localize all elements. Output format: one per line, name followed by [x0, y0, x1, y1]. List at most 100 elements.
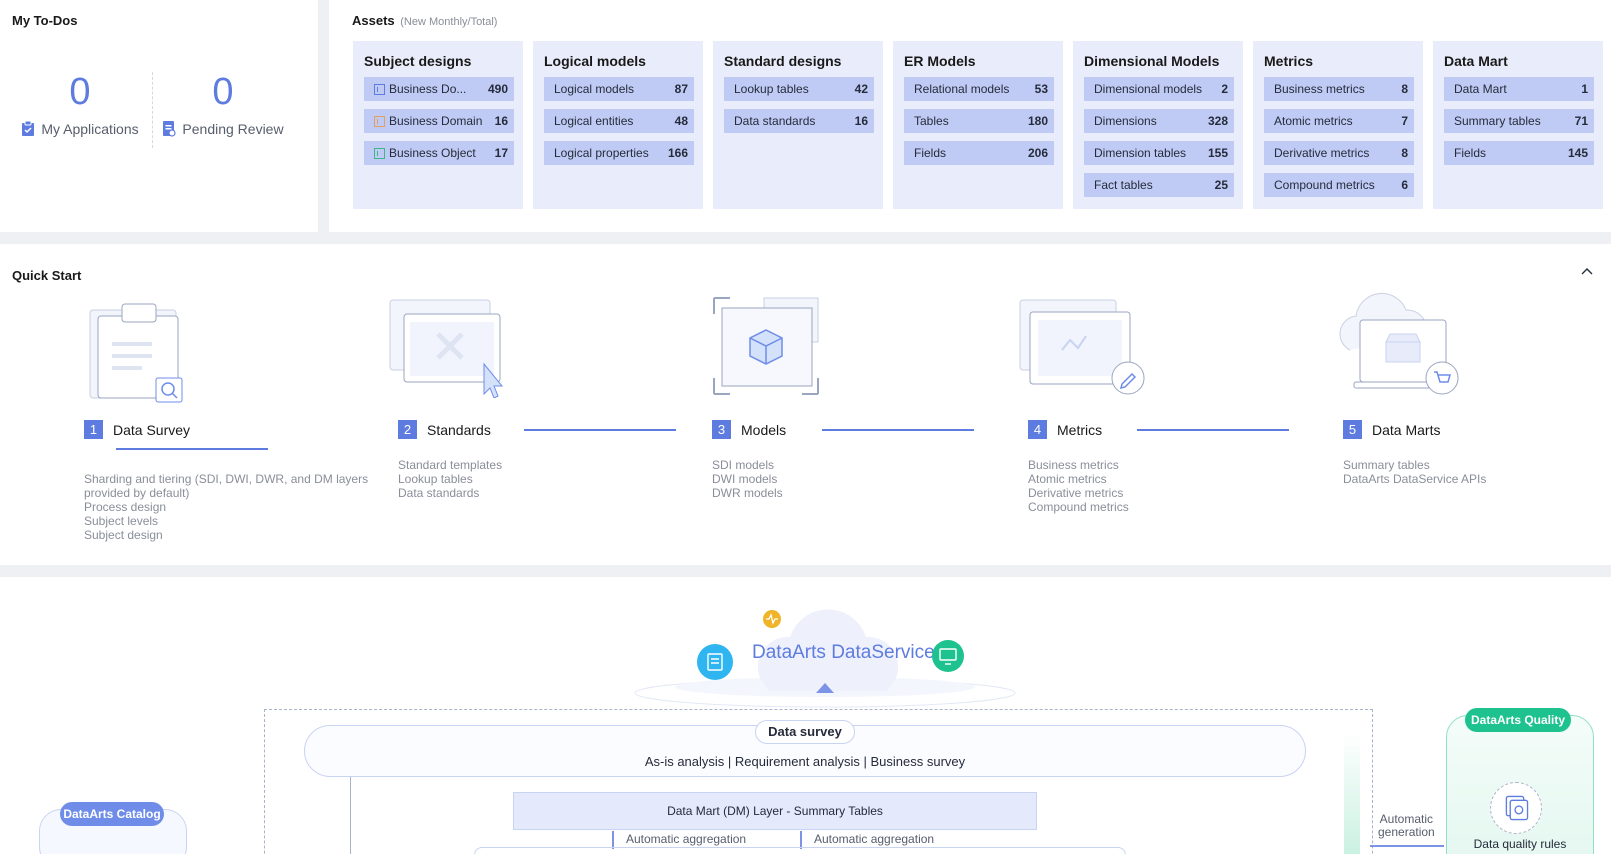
- quick-start-panel: Quick Start: [0, 244, 1611, 565]
- asset-item-label: Relational models: [914, 82, 1010, 96]
- step-number: 1: [84, 420, 103, 439]
- asset-item-value: 7: [1401, 114, 1408, 128]
- asset-card-title: Data Mart: [1444, 53, 1508, 69]
- step-data-survey[interactable]: 1 Data Survey: [84, 420, 190, 439]
- asset-item[interactable]: Business Domain 16: [364, 109, 514, 133]
- asset-item-label: Logical entities: [554, 114, 634, 128]
- step-data-marts[interactable]: 5 Data Marts: [1343, 420, 1440, 439]
- L2-icon: [374, 115, 385, 127]
- asset-item[interactable]: Logical entities 48: [544, 109, 694, 133]
- asset-item[interactable]: Business Object 17: [364, 141, 514, 165]
- dataservice-title: DataArts DataService: [752, 642, 935, 663]
- step-number: 4: [1028, 420, 1047, 439]
- data-survey-illustration-icon[interactable]: [88, 298, 188, 404]
- step-number: 5: [1343, 420, 1362, 439]
- asset-card-title: Subject designs: [364, 53, 472, 69]
- dataarts-catalog-pill[interactable]: DataArts Catalog: [60, 802, 164, 826]
- asset-item-value: 48: [674, 114, 688, 128]
- step-desc-line: Derivative metrics: [1028, 486, 1124, 500]
- standards-illustration-icon[interactable]: [388, 298, 510, 398]
- asset-item-label: Dimension tables: [1094, 146, 1187, 160]
- step-desc-line: DWR models: [712, 486, 783, 500]
- step-desc-line: Data standards: [398, 486, 480, 500]
- step-desc-line: Subject design: [84, 528, 163, 542]
- step-desc-line: Standard templates: [398, 458, 503, 472]
- asset-item-value: 166: [667, 146, 688, 160]
- data-survey-subtitle: As-is analysis | Requirement analysis | …: [644, 754, 966, 769]
- frame-connector-line: [350, 777, 351, 854]
- asset-card-title: Logical models: [544, 53, 646, 69]
- quick-start-title: Quick Start: [12, 268, 82, 283]
- step-desc-line: Process design: [84, 500, 167, 514]
- todo-my-applications[interactable]: 0 My Applications: [5, 70, 155, 137]
- step-description: Standard templates Lookup tables Data st…: [398, 458, 502, 500]
- asset-card-title: ER Models: [904, 53, 976, 69]
- step-number: 2: [398, 420, 417, 439]
- asset-item-label: Business Domain: [389, 114, 483, 128]
- assets-title: Assets (New Monthly/Total): [352, 13, 497, 28]
- asset-item-value: 16: [494, 114, 508, 128]
- api-doc-badge-icon: [697, 644, 733, 680]
- step-metrics[interactable]: 4 Metrics: [1028, 420, 1102, 439]
- models-illustration-icon[interactable]: [712, 296, 820, 396]
- assets-title-text: Assets: [352, 13, 395, 28]
- quality-rules-icon: [1490, 782, 1542, 834]
- asset-item-value: 490: [487, 82, 508, 96]
- dataarts-quality-pill[interactable]: DataArts Quality: [1465, 708, 1571, 732]
- todo-count[interactable]: 0: [69, 71, 91, 113]
- asset-card-title: Standard designs: [724, 53, 842, 69]
- asset-item-label: Fact tables: [1094, 178, 1153, 192]
- asset-item-value: 25: [1214, 178, 1228, 192]
- step-desc-line: provided by default): [84, 486, 190, 500]
- asset-item[interactable]: Fact tables 25: [1084, 173, 1234, 197]
- step-description: Business metrics Atomic metrics Derivati…: [1028, 458, 1129, 514]
- todos-panel: My To-Dos 0 My Applications 0 Pending Re…: [0, 0, 318, 232]
- todo-pending-review[interactable]: 0 Pending Review: [148, 70, 298, 137]
- data-marts-illustration-icon[interactable]: [1330, 290, 1460, 398]
- quality-rules-label: Data quality rules: [1473, 837, 1567, 851]
- pulse-badge-icon: [763, 610, 781, 628]
- chevron-up-icon[interactable]: [1579, 264, 1595, 280]
- step-models[interactable]: 3 Models: [712, 420, 786, 439]
- step-connector: [524, 429, 676, 431]
- data-survey-box[interactable]: Data survey As-is analysis | Requirement…: [304, 720, 1306, 777]
- data-survey-pill: Data survey: [755, 720, 855, 744]
- asset-item[interactable]: Lookup tables 42: [724, 77, 874, 101]
- asset-item-label: Dimensions: [1094, 114, 1157, 128]
- aggregation-arrow: [800, 831, 802, 849]
- asset-item[interactable]: Business Do... 490: [364, 77, 514, 101]
- asset-item-label: Derivative metrics: [1274, 146, 1370, 160]
- asset-item[interactable]: Dimension tables 155: [1084, 141, 1234, 165]
- step-desc-line: Sharding and tiering (SDI, DWI, DWR, and…: [84, 472, 369, 486]
- asset-item-label: Lookup tables: [734, 82, 809, 96]
- metrics-illustration-icon[interactable]: [1018, 298, 1148, 398]
- asset-card-title: Dimensional Models: [1084, 53, 1220, 69]
- asset-item-value: 155: [1207, 146, 1228, 160]
- step-desc-line: SDI models: [712, 458, 775, 472]
- asset-item-value: 17: [494, 146, 508, 160]
- quality-gradient-bar: [1344, 732, 1360, 854]
- auto-generation-line: generation: [1378, 825, 1435, 839]
- todo-count[interactable]: 0: [212, 71, 234, 113]
- step-standards[interactable]: 2 Standards: [398, 420, 491, 439]
- dm-layer-box[interactable]: Data Mart (DM) Layer - Summary Tables: [513, 792, 1037, 830]
- asset-item-value: 42: [854, 82, 868, 96]
